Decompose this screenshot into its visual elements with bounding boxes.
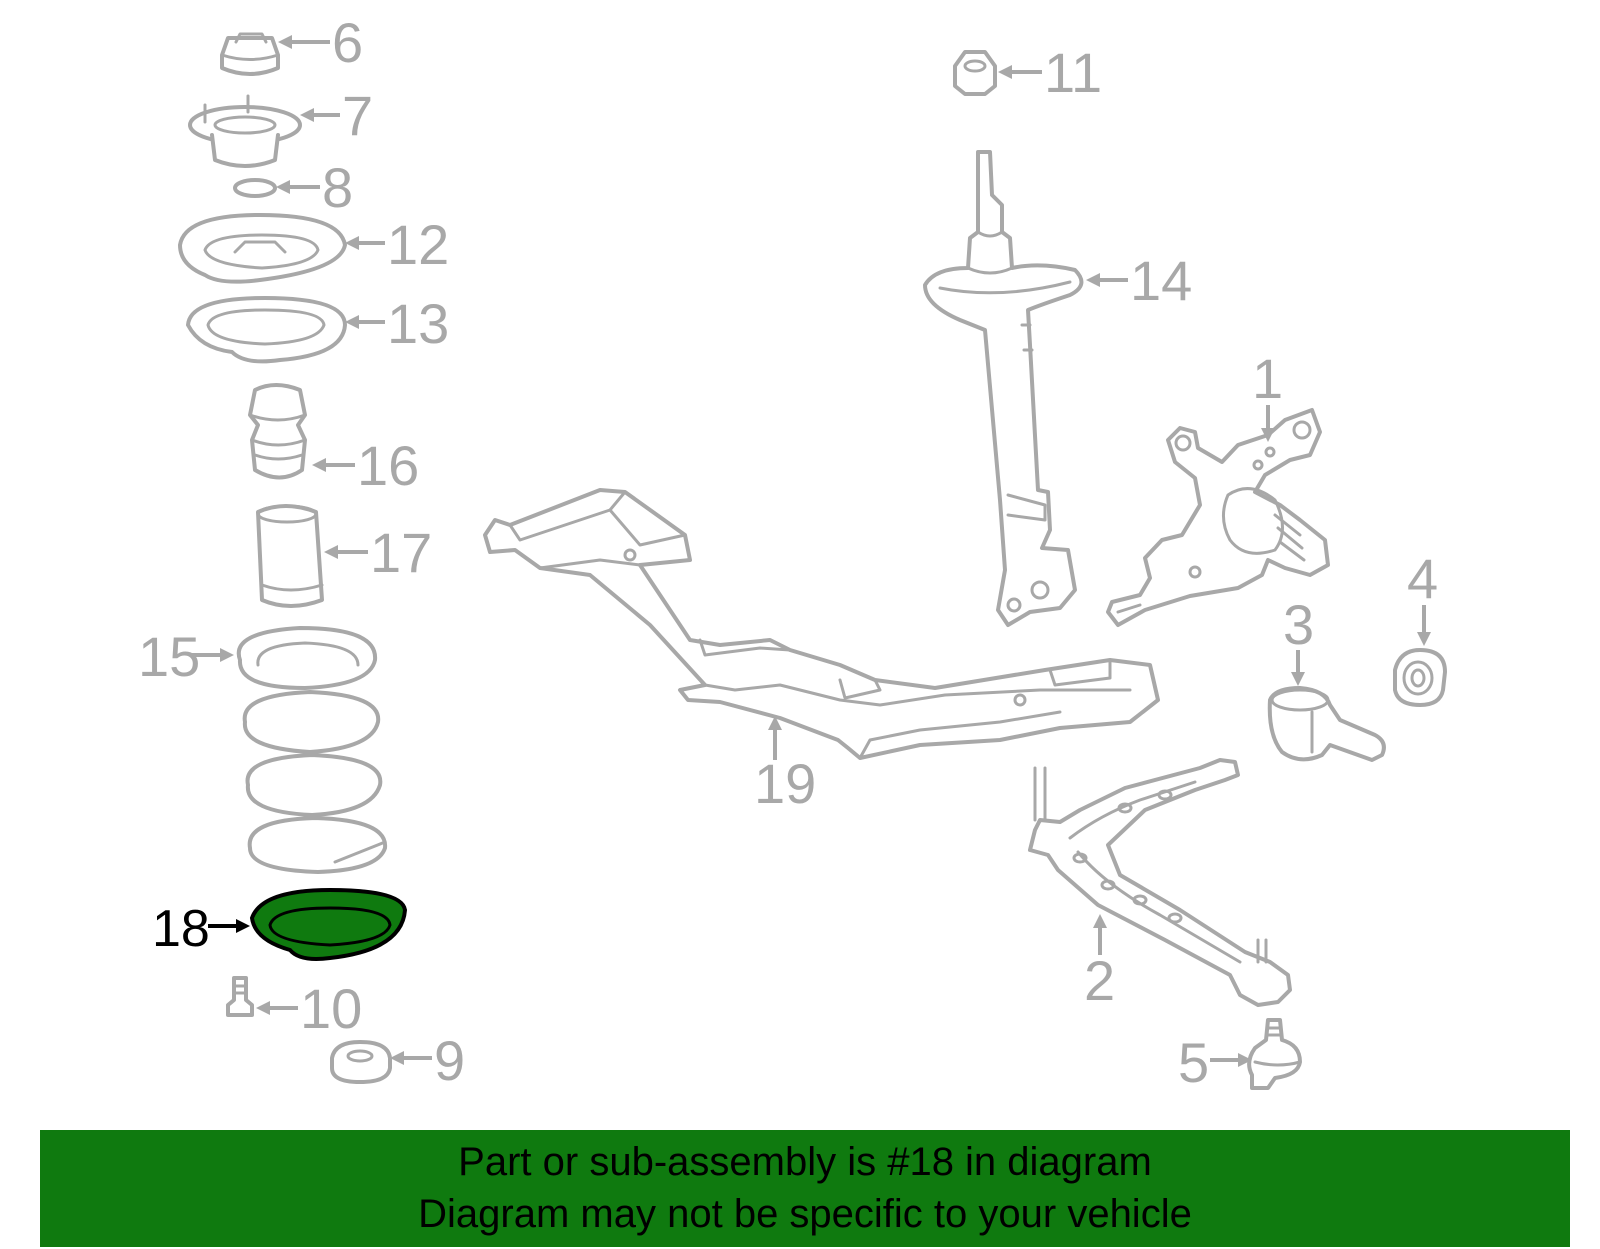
svg-text:3: 3 bbox=[1283, 593, 1314, 656]
svg-text:9: 9 bbox=[434, 1029, 465, 1092]
part-6-strut-mount-cap[interactable] bbox=[220, 32, 280, 76]
part-16-bump-stop[interactable] bbox=[248, 383, 307, 480]
suspension-parts-diagram: 6 7 8 12 13 bbox=[138, 11, 1447, 1094]
part-9-washer[interactable] bbox=[330, 1040, 392, 1084]
info-banner: Part or sub-assembly is #18 in diagram D… bbox=[40, 1130, 1570, 1247]
part-19-front-subframe[interactable] bbox=[483, 488, 1160, 760]
svg-text:18: 18 bbox=[152, 900, 210, 958]
callout-9: 9 bbox=[390, 1029, 465, 1092]
callout-5: 5 bbox=[1178, 1031, 1252, 1094]
svg-text:7: 7 bbox=[342, 84, 373, 147]
svg-text:8: 8 bbox=[322, 156, 353, 219]
part-17-dust-boot[interactable] bbox=[256, 504, 324, 608]
part-3-control-arm-bushing[interactable] bbox=[1267, 686, 1386, 762]
svg-text:11: 11 bbox=[1044, 41, 1102, 104]
svg-text:1: 1 bbox=[1252, 347, 1283, 410]
callout-6: 6 bbox=[278, 11, 363, 74]
part-2-lower-control-arm[interactable] bbox=[1028, 758, 1292, 1007]
banner-line-part: Part or sub-assembly is #18 in diagram bbox=[458, 1140, 1152, 1184]
banner-line-disclaimer: Diagram may not be specific to your vehi… bbox=[418, 1192, 1192, 1236]
callout-17: 17 bbox=[324, 521, 432, 584]
svg-text:15: 15 bbox=[138, 625, 200, 688]
svg-text:12: 12 bbox=[387, 213, 449, 276]
callout-4: 4 bbox=[1407, 547, 1438, 646]
callout-12: 12 bbox=[345, 213, 449, 276]
part-12-upper-spring-seat[interactable] bbox=[178, 213, 347, 284]
part-18-lower-spring-pad[interactable] bbox=[249, 887, 408, 961]
callout-19: 19 bbox=[754, 716, 816, 815]
part-13-spring-pad[interactable] bbox=[186, 296, 347, 364]
part-8-washer[interactable] bbox=[233, 178, 277, 198]
callout-2: 2 bbox=[1084, 914, 1115, 1012]
svg-text:17: 17 bbox=[370, 521, 432, 584]
svg-text:10: 10 bbox=[300, 977, 362, 1040]
svg-text:4: 4 bbox=[1407, 547, 1438, 610]
part-4-bushing[interactable] bbox=[1393, 648, 1447, 707]
part-5-ball-joint[interactable] bbox=[1247, 1018, 1302, 1090]
part-7-strut-mount[interactable] bbox=[188, 94, 302, 168]
callout-1: 1 bbox=[1252, 347, 1283, 442]
svg-text:16: 16 bbox=[357, 434, 419, 497]
svg-text:2: 2 bbox=[1084, 949, 1115, 1012]
part-14-strut-assembly[interactable] bbox=[923, 150, 1084, 627]
svg-text:6: 6 bbox=[332, 11, 363, 74]
part-15-coil-spring[interactable] bbox=[236, 626, 388, 874]
callout-16: 16 bbox=[312, 434, 419, 497]
callout-10: 10 bbox=[256, 977, 362, 1040]
callout-15: 15 bbox=[138, 625, 234, 688]
svg-text:14: 14 bbox=[1130, 249, 1192, 312]
callout-8: 8 bbox=[276, 156, 353, 219]
callout-13: 13 bbox=[345, 292, 449, 355]
part-11-nut[interactable] bbox=[953, 50, 997, 96]
callout-3: 3 bbox=[1283, 593, 1314, 686]
part-10-bolt[interactable] bbox=[226, 976, 254, 1017]
callout-14: 14 bbox=[1086, 249, 1192, 312]
callout-11: 11 bbox=[998, 41, 1102, 104]
svg-text:13: 13 bbox=[387, 292, 449, 355]
svg-text:19: 19 bbox=[754, 752, 816, 815]
svg-text:5: 5 bbox=[1178, 1031, 1209, 1094]
callout-18: 18 bbox=[152, 900, 250, 958]
callout-7: 7 bbox=[300, 84, 373, 147]
part-1-steering-knuckle[interactable] bbox=[1106, 408, 1330, 627]
